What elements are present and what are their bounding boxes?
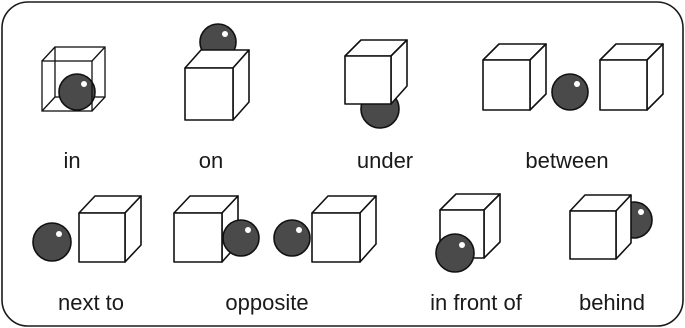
cube-icon	[78, 195, 142, 263]
label-on: on	[199, 148, 223, 173]
ball-icon	[222, 219, 260, 257]
scene-between: between	[482, 43, 664, 173]
cube-icon	[311, 195, 377, 263]
cube-icon	[599, 43, 664, 111]
scene-behind: behind	[569, 194, 653, 315]
scene-in-front-of: in front of	[430, 193, 523, 315]
label-next-to: next to	[58, 290, 124, 315]
scene-under: under	[344, 39, 413, 173]
scene-opposite: opposite	[173, 195, 377, 315]
ball-icon	[551, 73, 589, 111]
cube-icon	[439, 193, 501, 259]
scene-in: in	[41, 46, 106, 173]
scene-on: on	[184, 23, 250, 173]
cube-icon	[344, 39, 408, 105]
cube-icon	[569, 194, 632, 260]
label-in-front-of: in front of	[430, 290, 523, 315]
ball-icon	[273, 219, 311, 257]
ball-icon	[32, 222, 72, 262]
label-opposite: opposite	[225, 290, 308, 315]
cube-front-edge	[41, 60, 93, 112]
label-behind: behind	[579, 290, 645, 315]
label-in: in	[63, 148, 80, 173]
label-between: between	[525, 148, 608, 173]
ball-icon	[435, 233, 475, 273]
label-under: under	[357, 148, 413, 173]
cube-icon	[482, 43, 547, 111]
cube-icon	[184, 49, 250, 121]
ball-icon	[58, 73, 96, 111]
scene-next-to: next to	[32, 195, 142, 315]
